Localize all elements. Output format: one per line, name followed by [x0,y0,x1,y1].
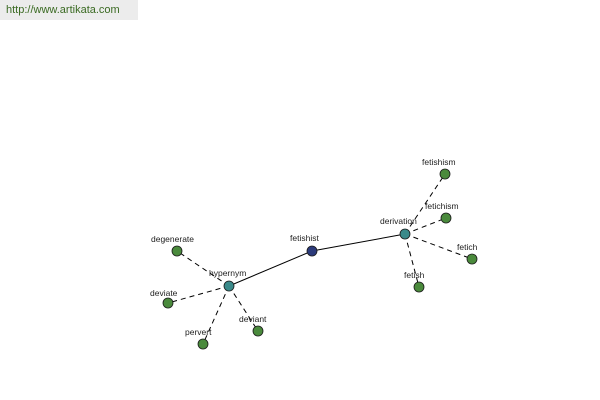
edge-derivation-fetish [404,233,420,288]
edge-root-derivation [311,233,406,252]
word-node-degenerate[interactable] [171,245,183,257]
edge-hypernym-deviant [228,285,259,332]
word-label-fetichism[interactable]: fetichism [425,201,459,211]
relation-node-derivation[interactable] [399,228,411,240]
edges [167,173,473,345]
word-node-pervert[interactable] [197,338,209,350]
word-node-fetich[interactable] [466,253,478,265]
word-label-fetishism[interactable]: fetishism [422,157,456,167]
word-label-pervert[interactable]: pervert [185,327,212,337]
word-node-fetish[interactable] [413,281,425,293]
edge-derivation-fetich [404,233,473,260]
edge-hypernym-deviate [167,285,230,304]
nodes [162,168,478,350]
word-label-fetish[interactable]: fetish [404,270,425,280]
root-label-fetishist[interactable]: fetishist [290,233,319,243]
word-label-degenerate[interactable]: degenerate [151,234,194,244]
watermark-bar: http://www.artikata.com [0,0,138,20]
word-label-fetich[interactable]: fetich [457,242,478,252]
word-label-deviant[interactable]: deviant [239,314,267,324]
edge-derivation-fetichism [404,217,447,235]
word-node-deviate[interactable] [162,297,174,309]
relation-label-hypernym[interactable]: hypernym [209,268,246,278]
edge-root-hypernym [228,250,313,287]
edge-hypernym-degenerate [176,250,230,287]
site-url[interactable]: http://www.artikata.com [6,4,120,16]
word-node-fetishism[interactable] [439,168,451,180]
labels: fetishist hypernym degenerate deviate perver… [150,157,478,337]
relation-node-hypernym[interactable] [223,280,235,292]
word-label-deviate[interactable]: deviate [150,288,178,298]
relation-label-derivation[interactable]: derivation [380,216,417,226]
word-node-fetichism[interactable] [440,212,452,224]
edge-derivation-fetishism [404,173,446,235]
root-node-fetishist[interactable] [306,245,318,257]
word-node-deviant[interactable] [252,325,264,337]
edge-hypernym-pervert [202,285,230,345]
